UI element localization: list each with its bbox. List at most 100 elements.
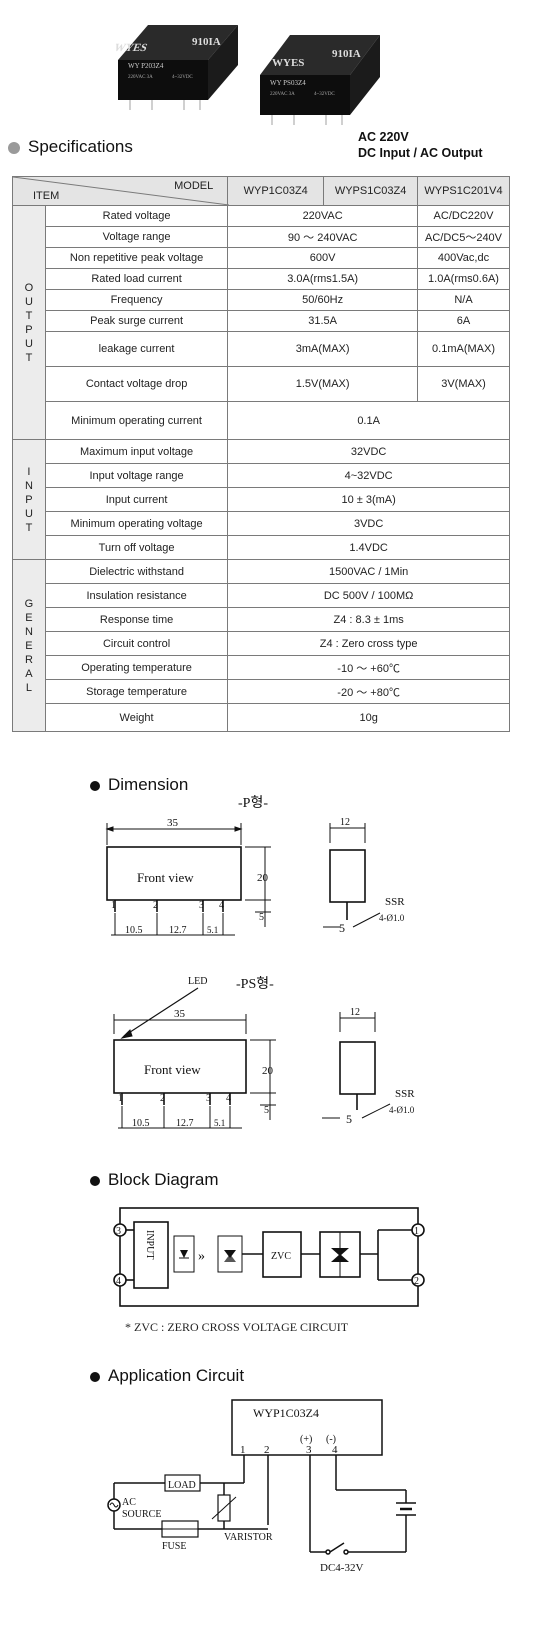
dim-side-width-ps: 12: [350, 1007, 360, 1018]
brand-left: WYES: [112, 42, 149, 54]
plus-label: (+): [300, 1434, 312, 1445]
dc-label: DC4-32V: [320, 1562, 363, 1574]
dim-width-ps: 35: [174, 1008, 186, 1020]
pin-3-ps: 3: [206, 1093, 211, 1104]
terminal-1: 1: [414, 1226, 419, 1237]
row-label: leakage current: [44, 331, 229, 367]
front-view-p: Front view: [137, 870, 194, 885]
sub1-right: 220VAC 3A: [270, 92, 295, 97]
row-label: Minimum operating current: [44, 401, 229, 440]
device-label: WYP1C03Z4: [253, 1406, 319, 1420]
header-col1: WYP1C03Z4: [227, 176, 325, 206]
row-value: N/A: [417, 289, 510, 311]
table-row: Input current 10 ± 3(mA): [13, 487, 510, 512]
dimension-title-text: Dimension: [108, 775, 189, 794]
row-value: 0.1mA(MAX): [417, 331, 510, 367]
pin-1: 1: [111, 900, 116, 911]
app-pin-2: 2: [264, 1444, 270, 1456]
row-value: -20 ～ +80℃: [227, 679, 510, 704]
table-row: Peak surge current 31.5A 6A: [13, 310, 510, 332]
table-row: Minimum operating voltage 3VDC: [13, 511, 510, 536]
relay-right: WYES 910IA WY PS03Z4 220VAC 3A 4~32VDC: [260, 35, 380, 125]
bullet-icon: [8, 141, 20, 154]
pin-1-ps: 1: [118, 1093, 123, 1104]
relay-left: WYES 910IA WY P203Z4 220VAC 3A 4~32VDC: [112, 25, 238, 110]
ssr-label-ps: SSR: [395, 1088, 415, 1100]
row-value: 3.0A(rms1.5A): [227, 268, 419, 290]
dim-pin-len-ps: 5: [264, 1105, 269, 1116]
row-label: Non repetitive peak voltage: [44, 247, 229, 269]
light-arrows-icon: »: [198, 1249, 205, 1264]
specifications-title: Specifications: [8, 137, 133, 157]
row-value: 3mA(MAX): [227, 331, 419, 367]
row-label: Turn off voltage: [44, 535, 229, 560]
fuse-label: FUSE: [162, 1541, 186, 1552]
row-value: 1.5V(MAX): [227, 366, 419, 402]
row-label: Frequency: [44, 289, 229, 311]
terminal-3: 3: [116, 1226, 121, 1237]
header-col2: WYPS1C03Z4: [323, 176, 419, 206]
dim-height-ps: 20: [262, 1065, 274, 1077]
row-value: 1500VAC / 1Min: [227, 559, 510, 584]
table-row: Frequency 50/60Hz N/A: [13, 289, 510, 311]
block-diagram-title: Block Diagram: [90, 1170, 219, 1190]
model-right: WY PS03Z4: [270, 79, 306, 87]
ps-type-label: -PS형-: [236, 976, 274, 992]
row-label: Minimum operating voltage: [44, 511, 229, 536]
row-value: Z4 : 8.3 ± 1ms: [227, 607, 510, 632]
table-row: Contact voltage drop 1.5V(MAX) 3V(MAX): [13, 366, 510, 402]
terminal-2: 2: [414, 1276, 419, 1287]
dim-side-pin: 5: [339, 921, 345, 935]
row-value: 220VAC: [227, 205, 419, 227]
p-type-label: -P형-: [238, 795, 268, 811]
subtitle-line-1: AC 220V: [358, 130, 409, 144]
row-label: Weight: [44, 703, 229, 732]
row-value: AC/DC220V: [417, 205, 510, 227]
dim-side-pin-ps: 5: [346, 1112, 352, 1126]
pin-4-ps: 4: [226, 1093, 231, 1104]
row-value: AC/DC5～240V: [417, 226, 510, 248]
dim-height: 20: [257, 872, 269, 884]
row-label: Input voltage range: [44, 463, 229, 488]
app-pin-1: 1: [240, 1444, 246, 1456]
row-label: Maximum input voltage: [44, 439, 229, 464]
row-value: 10g: [227, 703, 510, 732]
row-value: 90 ～ 240VAC: [227, 226, 419, 248]
row-value: 4~32VDC: [227, 463, 510, 488]
dimension-ps-drawing: -PS형- LED 35 Front view 1 2 3 4 10.5 12.…: [113, 976, 415, 1129]
row-label: Voltage range: [44, 226, 229, 248]
ssr-label-p: SSR: [385, 896, 405, 908]
block-diagram-title-text: Block Diagram: [108, 1170, 219, 1189]
row-label: Circuit control: [44, 631, 229, 656]
application-title-text: Application Circuit: [108, 1366, 245, 1385]
ac-source-line2: SOURCE: [122, 1509, 161, 1520]
dim-pin-len: 5: [259, 912, 264, 923]
ac-source-line1: AC: [122, 1497, 136, 1508]
table-row: Operating temperature -10 ～ +60℃: [13, 655, 510, 680]
pitch-1: 10.5: [125, 925, 143, 936]
table-row: Minimum operating current 0.1A: [13, 401, 510, 440]
row-value: 31.5A: [227, 310, 419, 332]
row-value: 0.1A: [227, 401, 510, 440]
header-col3: WYPS1C201V4: [417, 176, 510, 206]
table-row: Non repetitive peak voltage 600V 400Vac,…: [13, 247, 510, 269]
pitch-1-ps: 10.5: [132, 1118, 150, 1129]
pitch-2: 12.7: [169, 925, 187, 936]
pitch-3: 5.1: [207, 925, 218, 935]
app-pin-3: 3: [306, 1444, 312, 1456]
pin-2-ps: 2: [160, 1093, 165, 1104]
row-label: Rated voltage: [44, 205, 229, 227]
sub2-right: 4~32VDC: [314, 92, 335, 97]
diagonal-line: [13, 177, 229, 205]
item-model-header: MODEL ITEM: [11, 176, 229, 206]
model-left: WY P203Z4: [128, 62, 164, 70]
row-label: Input current: [44, 487, 229, 512]
specifications-table: MODEL ITEM WYP1C03Z4 WYPS1C03Z4 WYPS1C20…: [11, 176, 510, 732]
pin-4: 4: [219, 900, 224, 911]
table-header-row: MODEL ITEM WYP1C03Z4 WYPS1C03Z4 WYPS1C20…: [11, 176, 510, 206]
row-value: 600V: [227, 247, 419, 269]
pin-spec-ps: 4-Ø1.0: [389, 1105, 415, 1115]
block-diagram: 3 4 1 2 INPUT » ZVC: [113, 1207, 425, 1307]
